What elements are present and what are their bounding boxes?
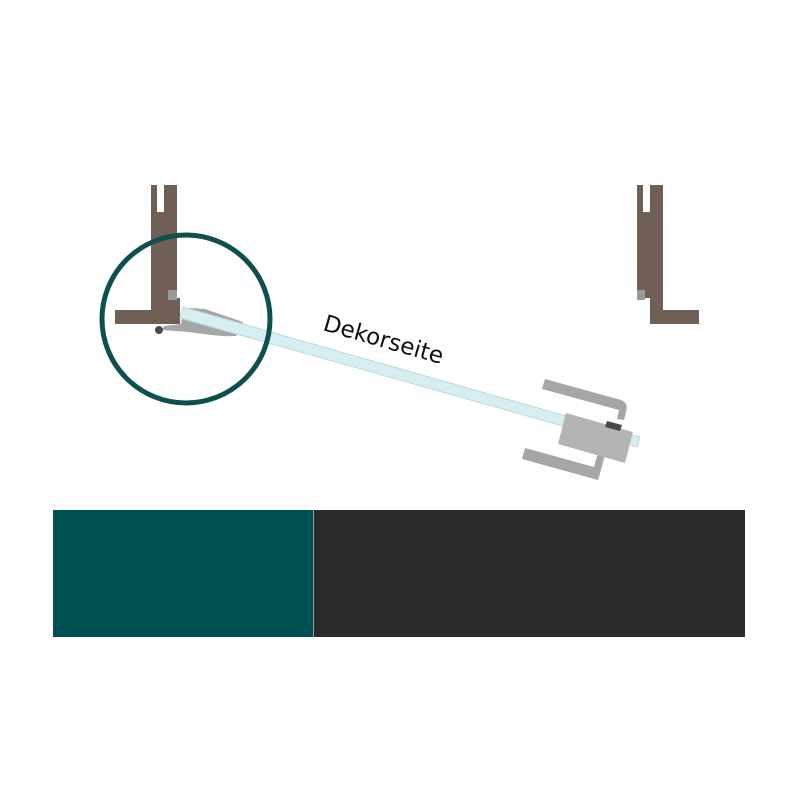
left-frame-shape — [115, 185, 180, 324]
glass-pane-body — [179, 306, 641, 448]
left-frame-profile — [115, 185, 180, 324]
color-swatch-teal — [53, 510, 314, 637]
color-swatch-dark — [314, 510, 745, 637]
handle-upper-grip — [542, 379, 627, 420]
handle-lock-body — [558, 413, 633, 463]
left-frame-seal — [168, 290, 177, 300]
handle-screw-icon — [605, 421, 622, 431]
hinge-pin-icon — [155, 326, 163, 334]
handle-lower-grip — [522, 445, 607, 480]
color-bar — [53, 510, 745, 637]
right-frame-shape — [637, 185, 699, 324]
right-frame-profile — [637, 185, 699, 324]
glass-pane — [179, 306, 641, 448]
detail-highlight-circle — [99, 232, 273, 406]
handle-assembly — [522, 379, 633, 480]
right-frame-seal — [637, 290, 645, 300]
